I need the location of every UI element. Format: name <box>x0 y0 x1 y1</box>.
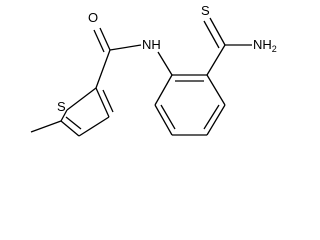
amine-label: NH2 <box>253 37 277 54</box>
oxygen-label: O <box>88 10 98 25</box>
bond-carbonyl-o-2 <box>93 29 105 53</box>
bond-c2-carbonyl <box>95 49 111 89</box>
thiophene-ring <box>60 87 114 137</box>
amine-subscript-text: 2 <box>272 44 277 54</box>
benzene-bond-5 <box>154 104 173 136</box>
benzene-inner-2 <box>203 104 220 130</box>
bond-aryl-thiocarbon <box>206 44 226 76</box>
benzene-bond-2 <box>206 74 226 106</box>
bond-c3-c4 <box>78 116 110 137</box>
thiophene-sulfur-label: S <box>57 99 66 114</box>
benzene-bond-3 <box>206 104 226 136</box>
benzene-bond-6 <box>154 74 173 106</box>
bond-carbonyl-n <box>109 44 142 51</box>
bond-methyl <box>30 120 62 133</box>
benzene-ring <box>154 74 226 136</box>
amine-nh-text: NH <box>253 37 272 52</box>
bond-thiocarbon-s-1 <box>209 17 226 46</box>
bond-n-aryl <box>157 51 173 76</box>
structure-diagram: O NH S S NH2 <box>30 3 277 137</box>
molecule-drawing: O NH S S NH2 <box>30 3 277 137</box>
carbonyl-group <box>93 27 142 89</box>
bond-c4-c5-inner <box>65 116 82 130</box>
benzene-inner-3 <box>160 104 176 130</box>
bond-c5-s <box>60 109 68 122</box>
bond-s-c2 <box>66 87 97 111</box>
bond-c4-c5 <box>60 120 80 137</box>
bond-c3-c3-inner <box>102 89 114 113</box>
amide-nh-label: NH <box>142 37 161 52</box>
thioamide-group <box>203 17 252 76</box>
bond-carbonyl-o-1 <box>99 27 111 51</box>
bond-c2-c3 <box>95 87 110 118</box>
bond-thiocarbon-s-2 <box>203 20 220 49</box>
thioamide-sulfur-label: S <box>201 3 210 18</box>
